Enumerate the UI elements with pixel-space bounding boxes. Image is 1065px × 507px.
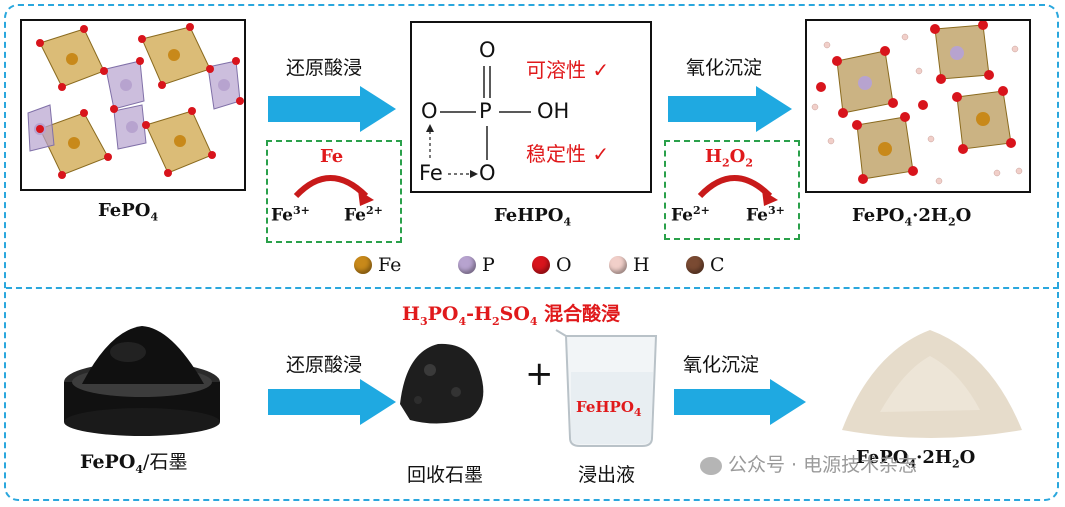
fe-reduction-box bbox=[266, 140, 402, 243]
formula-o-top: O bbox=[479, 38, 496, 62]
formula-fe: Fe bbox=[419, 161, 443, 185]
legend-h: H bbox=[609, 254, 650, 276]
p-atom-icon bbox=[458, 256, 476, 274]
formula-p: P bbox=[479, 99, 492, 123]
formula-oh: OH bbox=[537, 99, 570, 123]
fehpo4-label: FeHPO4 bbox=[494, 205, 572, 229]
reducer-fe-label: Fe bbox=[320, 146, 344, 167]
section-divider bbox=[6, 287, 1059, 289]
fepo4-dihydrate-label-bottom: FePO4·2H2O bbox=[856, 447, 976, 471]
outer-dashed-panel bbox=[4, 4, 1059, 501]
h2o2-oxidation-box bbox=[664, 140, 800, 240]
plus-sign: + bbox=[525, 354, 554, 394]
soluble-check: 可溶性 ✓ bbox=[526, 58, 610, 82]
mixed-acid-leach-title: H3PO4-H2SO4 混合酸浸 bbox=[402, 303, 621, 328]
legend-p: P bbox=[458, 254, 495, 276]
fe-atom-icon bbox=[354, 256, 372, 274]
oxidation-precip-label-top: 氧化沉淀 bbox=[686, 57, 763, 79]
c-atom-icon bbox=[686, 256, 704, 274]
fepo4-dihydrate-crystal-box bbox=[805, 19, 1031, 193]
fepo4-dihydrate-label-top: FePO4·2H2O bbox=[852, 205, 972, 229]
h-atom-icon bbox=[609, 256, 627, 274]
oxidizer-h2o2-label: H2O2 bbox=[705, 146, 754, 170]
recycled-graphite-label: 回收石墨 bbox=[407, 464, 484, 486]
fepo4-graphite-label: FePO4/石墨 bbox=[80, 451, 188, 476]
reduction-leach-label-bottom: 还原酸浸 bbox=[286, 354, 363, 376]
watermark: 公众号 · 电源技术杂志 bbox=[700, 450, 917, 477]
formula-o-left: O bbox=[421, 99, 438, 123]
beaker-fehpo4-text: FeHPO4 bbox=[576, 398, 642, 419]
reduction-leach-label-top: 还原酸浸 bbox=[286, 57, 363, 79]
fehpo4-formula-box bbox=[410, 21, 652, 193]
fe3-ion-ox: Fe3+ bbox=[746, 204, 785, 226]
formula-o-bottom: O bbox=[479, 161, 496, 185]
legend-o: O bbox=[532, 254, 572, 276]
o-atom-icon bbox=[532, 256, 550, 274]
oxidation-precip-label-bottom: 氧化沉淀 bbox=[683, 354, 760, 376]
leachate-label: 浸出液 bbox=[578, 464, 636, 486]
fepo4-label: FePO4 bbox=[98, 200, 159, 224]
fepo4-dihydrate-structure bbox=[811, 21, 1023, 185]
legend-fe: Fe bbox=[354, 254, 401, 276]
wechat-icon bbox=[700, 456, 722, 475]
stable-check: 稳定性 ✓ bbox=[526, 142, 610, 166]
fe2-ion: Fe2+ bbox=[344, 204, 383, 226]
fepo4-crystal-box bbox=[20, 19, 246, 191]
fepo4-crystal-structure bbox=[27, 23, 244, 179]
fe3-ion: Fe3+ bbox=[271, 204, 310, 226]
legend-c: C bbox=[686, 254, 725, 276]
fe2-ion-ox: Fe2+ bbox=[671, 204, 710, 226]
